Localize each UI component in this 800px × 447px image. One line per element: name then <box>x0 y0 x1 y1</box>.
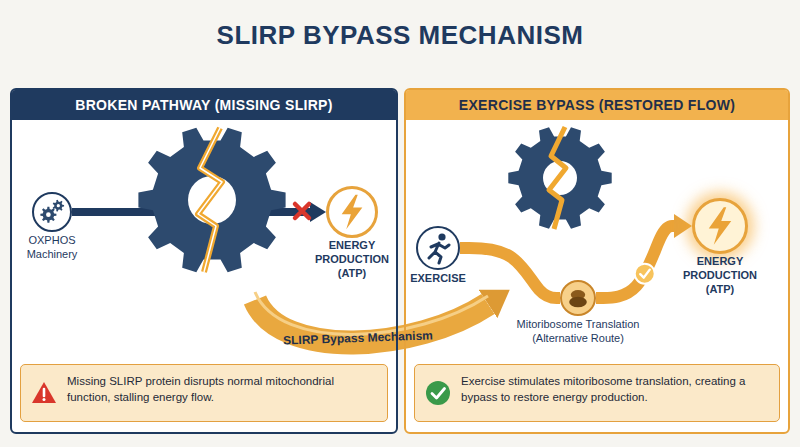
check-icon <box>426 381 450 405</box>
panel-heading: BROKEN PATHWAY (MISSING SLIRP) <box>12 90 396 120</box>
check-mark <box>432 389 445 399</box>
panel-ground <box>11 89 397 433</box>
gear-icon-hole <box>57 204 60 207</box>
icon <box>695 201 745 251</box>
warning-icon <box>32 382 56 403</box>
ribosome-icon <box>569 297 587 307</box>
node-label: OXPHOS Machinery <box>14 234 90 262</box>
check-badge-mark <box>640 270 650 278</box>
bypass-band-edge <box>255 292 488 335</box>
warning-mark <box>43 389 46 396</box>
panel-heading: EXERCISE BYPASS (RESTORED FLOW) <box>406 90 788 120</box>
node-label: EXERCISE <box>393 272 483 286</box>
bypass-label: SLIRP Bypass Mechanism <box>278 327 438 349</box>
icon <box>329 189 375 235</box>
gear-icon-hole <box>46 212 51 217</box>
blocked-mark <box>295 204 309 218</box>
note-text: Exercise stimulates mitoribosome transla… <box>415 365 779 414</box>
gear-icon <box>53 200 64 212</box>
crack <box>198 128 222 272</box>
panel: BROKEN PATHWAY (MISSING SLIRP) OXPHOS Mac… <box>10 88 398 434</box>
note-box: Missing SLIRP protein disrupts normal mi… <box>20 364 388 422</box>
icon <box>34 194 70 230</box>
icon <box>31 380 57 406</box>
connector <box>596 226 674 298</box>
node-label: ENERGY PRODUCTION (ATP) <box>307 239 397 280</box>
crack-highlight <box>198 128 222 272</box>
icon-circle: Mitoribosome Translation (Alternative Ro… <box>560 280 596 316</box>
crack <box>549 127 566 229</box>
icon-circle: ENERGY PRODUCTION (ATP) <box>326 186 378 238</box>
icon-circle: ENERGY PRODUCTION (ATP) <box>692 198 748 254</box>
node-label: Mitoribosome Translation (Alternative Ro… <box>516 318 640 346</box>
note-text: Missing SLIRP protein disrupts normal mi… <box>21 365 387 414</box>
panel: EXERCISE BYPASS (RESTORED FLOW) EXERCISE M… <box>404 88 790 434</box>
bolt-icon <box>709 207 732 245</box>
icon-circle: EXERCISE <box>416 226 460 270</box>
runner-body <box>429 243 449 263</box>
warning-dot <box>43 398 46 401</box>
gear-icon <box>40 207 56 223</box>
page-title: SLIRP BYPASS MECHANISM <box>0 20 800 51</box>
connector <box>460 248 560 298</box>
gear <box>508 127 611 229</box>
node-label: ENERGY PRODUCTION (ATP) <box>675 255 765 296</box>
icon <box>425 380 451 406</box>
runner-head <box>438 233 445 240</box>
bolt-icon <box>342 195 363 230</box>
check-badge <box>635 264 655 284</box>
note-box: Exercise stimulates mitoribosome transla… <box>414 364 780 422</box>
panel-ground <box>405 89 789 433</box>
icon <box>418 228 458 268</box>
icon <box>562 282 594 314</box>
icon-circle: OXPHOS Machinery <box>32 192 72 232</box>
gear <box>138 128 285 273</box>
